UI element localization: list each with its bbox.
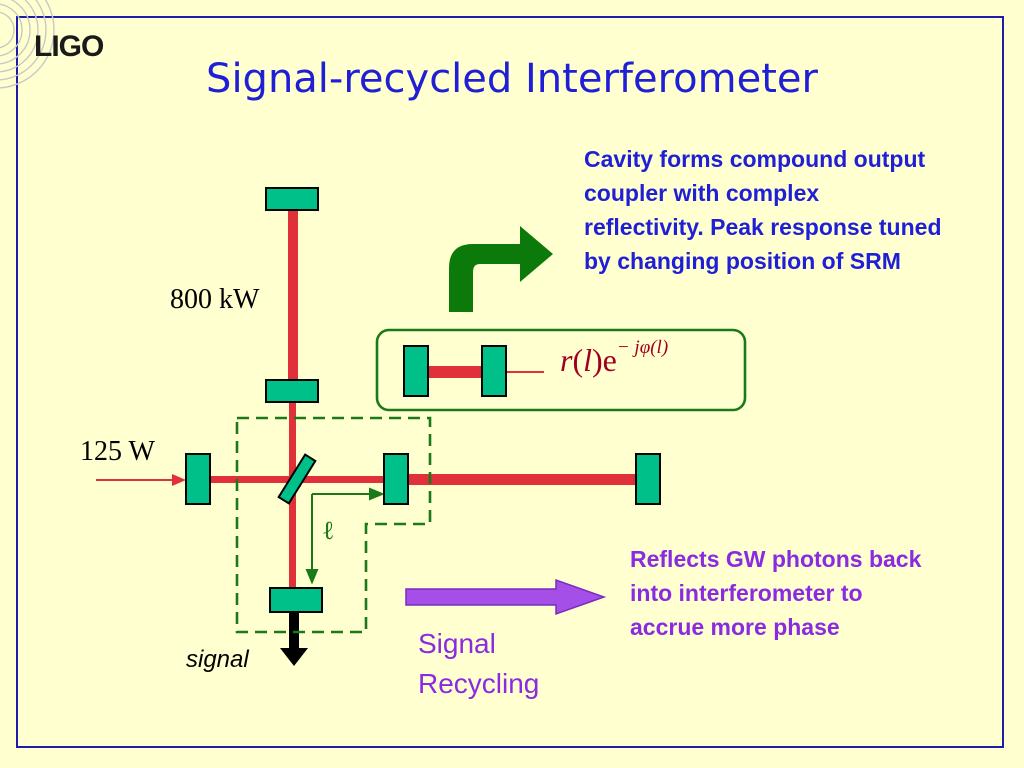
beam-splitter — [277, 453, 317, 505]
slide-title: Signal-recycled Interferometer — [206, 56, 818, 102]
beam-vertical-arm — [288, 210, 298, 390]
arm-power-label: 800 kW — [170, 284, 260, 315]
signal-recycling-arrow — [405, 578, 607, 616]
formula-r: r — [560, 342, 573, 378]
signal-recycling-line2: Recycling — [418, 668, 540, 699]
bent-arrow-icon — [449, 226, 553, 312]
cavity-description: Cavity forms compound output coupler wit… — [584, 146, 942, 274]
cavity-length-arrows — [305, 487, 385, 585]
end-mirror-x — [635, 453, 661, 505]
end-mirror-y — [265, 187, 319, 211]
slide-frame — [16, 16, 1004, 748]
beam-horizontal-arm — [408, 474, 640, 485]
input-mirror-x — [383, 453, 409, 505]
ligo-logo-arcs — [0, 0, 55, 89]
signal-recycling-line1: Signal — [418, 628, 496, 659]
mirrors — [185, 187, 661, 613]
input-power-label: 125 W — [80, 436, 155, 467]
formula-close-paren: ) — [592, 342, 603, 378]
compound-mirror-icon — [403, 345, 544, 397]
compound-mirror-box — [375, 328, 747, 412]
signal-output-label: signal — [186, 646, 249, 673]
signal-recycling-cavity-outline — [235, 416, 432, 634]
input-mirror-y — [265, 379, 319, 403]
formula-exponent: − jφ(l) — [616, 337, 669, 359]
signal-output-arrow — [280, 612, 308, 666]
reflects-description: Reflects GW photons back into interferom… — [630, 546, 922, 640]
reflectivity-formula: r(l)e− jφ(l) — [560, 337, 668, 379]
formula-l: l — [583, 342, 592, 378]
recycling-mirror-input — [185, 453, 211, 505]
cavity-length-label: ℓ — [322, 516, 335, 546]
formula-e: e — [602, 342, 617, 378]
signal-recycling-label: Signal Recycling — [418, 624, 578, 704]
input-laser-arrow — [96, 474, 186, 486]
formula-open-paren: ( — [572, 342, 584, 378]
signal-recycling-mirror — [269, 587, 323, 613]
ligo-logo: LIGO — [34, 30, 104, 63]
